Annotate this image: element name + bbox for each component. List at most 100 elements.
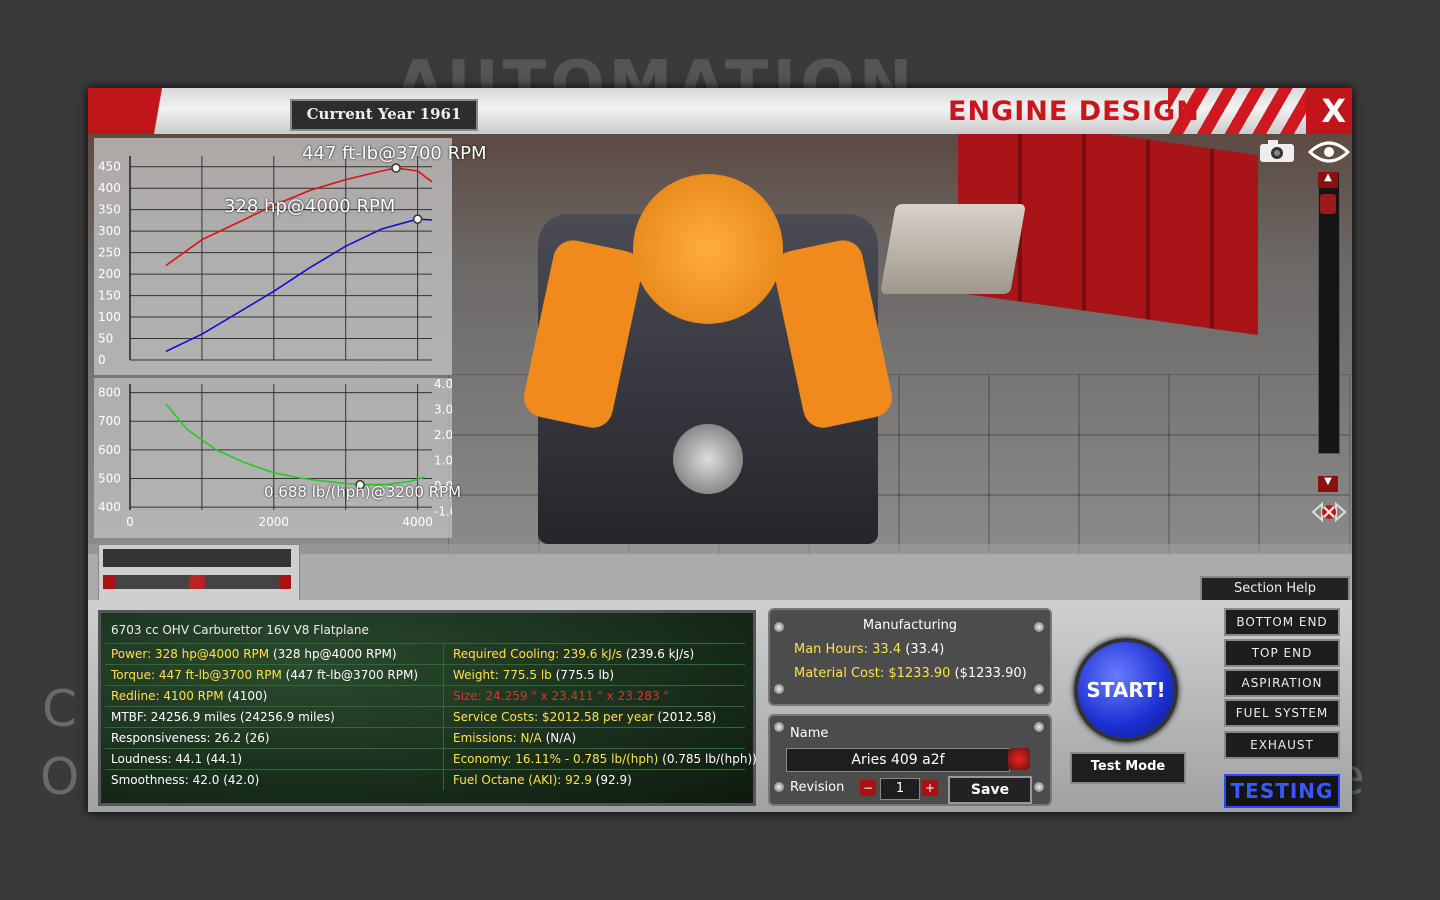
engine-summary: 6703 cc OHV Carburettor 16V V8 Flatplane: [111, 623, 369, 637]
scroll-thumb[interactable]: [1320, 194, 1336, 214]
stat-value: (0.785 lb/(hph)): [662, 752, 757, 766]
man-hours-label: Man Hours: 33.4: [794, 642, 902, 657]
slider-thumb[interactable]: [189, 575, 205, 589]
scroll-up-button[interactable]: ▲: [1318, 172, 1338, 188]
revision-increment-button[interactable]: +: [922, 780, 938, 796]
revision-decrement-button[interactable]: −: [860, 780, 876, 796]
engine-air-cleaner: [633, 174, 783, 324]
manufacturing-box: Manufacturing Man Hours: 33.4 (33.4) Mat…: [768, 608, 1052, 706]
stat-label: Responsiveness: 26.2: [111, 731, 242, 745]
save-button[interactable]: Save: [948, 776, 1032, 804]
eye-icon[interactable]: [1307, 140, 1351, 164]
torque-peak-annotation: 447 ft-lb@3700 RPM: [302, 143, 487, 164]
stat-label: Power: 328 hp@4000 RPM: [111, 647, 270, 661]
screw-icon: [1034, 622, 1044, 632]
stat-left-row: Responsiveness: 26.2 (26): [111, 731, 270, 745]
stat-value: (N/A): [545, 731, 577, 745]
stat-value: (42.0): [223, 773, 260, 787]
nav-exhaust[interactable]: EXHAUST: [1224, 731, 1340, 759]
screw-icon: [1034, 722, 1044, 732]
stat-value: (92.9): [595, 773, 632, 787]
test-mode-button[interactable]: Test Mode: [1070, 752, 1186, 784]
stat-left-row: Loudness: 44.1 (44.1): [111, 752, 242, 766]
zoom-scrollbar[interactable]: [1318, 172, 1340, 454]
floor-tile: [898, 374, 990, 436]
economy-peak-marker: [355, 480, 365, 490]
y-tick-label: 350: [98, 203, 121, 217]
x-tick-label: 4000: [402, 515, 433, 529]
charts-svg: 4504003503002502001501005008007006005004…: [98, 156, 452, 529]
stat-label: Weight: 775.5 lb: [453, 668, 552, 682]
background-fragment: O: [40, 748, 80, 806]
y-tick-label: 300: [98, 224, 121, 238]
floor-tile: [898, 434, 990, 496]
thumbnail-box: [98, 544, 300, 604]
floor-tile: [1168, 494, 1260, 554]
section-help-button[interactable]: Section Help: [1200, 576, 1350, 602]
stat-left-row: Torque: 447 ft-lb@3700 RPM (447 ft-lb@37…: [111, 668, 418, 682]
floor-tile: [1258, 494, 1350, 554]
y2-tick-label: 3.0: [434, 403, 452, 417]
stat-left-row: Smoothness: 42.0 (42.0): [111, 773, 259, 787]
name-clear-icon[interactable]: [1008, 748, 1030, 770]
y-tick-label: 50: [98, 332, 113, 346]
title-bar-stripes: [1168, 88, 1318, 134]
y-tick-label: 600: [98, 443, 121, 457]
stat-value: (775.5 lb): [555, 668, 615, 682]
stat-label: Service Costs: $2012.58 per year: [453, 710, 654, 724]
power-peak-marker: [412, 214, 423, 224]
horizontal-slider[interactable]: [103, 575, 291, 589]
revision-value: 1: [880, 778, 920, 800]
y-tick-label: 0: [98, 353, 106, 367]
stat-left-row: MTBF: 24256.9 miles (24256.9 miles): [111, 710, 335, 724]
floor-tile: [988, 374, 1080, 436]
power-curve: [165, 218, 433, 353]
economy-curve: [165, 403, 426, 486]
material-cost-value: ($1233.90): [954, 666, 1027, 681]
start-button[interactable]: START!: [1074, 638, 1178, 742]
stat-label: Emissions: N/A: [453, 731, 542, 745]
stat-left-row: Redline: 4100 RPM (4100): [111, 689, 267, 703]
x-tick-label: 2000: [259, 515, 290, 529]
floor-tile: [988, 434, 1080, 496]
manufacturing-title: Manufacturing: [862, 618, 958, 633]
bottom-panel: 6703 cc OHV Carburettor 16V V8 Flatplane…: [88, 600, 1352, 812]
fuel-tank: [880, 204, 1026, 294]
nav-aspiration[interactable]: ASPIRATION: [1224, 669, 1340, 697]
revision-label: Revision: [790, 780, 845, 795]
background-fragment: C: [42, 680, 77, 738]
close-button[interactable]: X: [1321, 92, 1346, 130]
stats-grid-line: [105, 769, 745, 770]
screw-icon: [774, 722, 784, 732]
nav-testing[interactable]: TESTING: [1224, 774, 1340, 808]
stats-grid-line: [105, 685, 745, 686]
floor-tile: [1168, 374, 1260, 436]
slider-right-arrow-icon[interactable]: [279, 575, 291, 589]
title-bar-red-right: [1306, 88, 1352, 134]
nav-fuel-system[interactable]: FUEL SYSTEM: [1224, 699, 1340, 727]
nav-top-end[interactable]: TOP END: [1224, 639, 1340, 667]
y-tick-label: 250: [98, 246, 121, 260]
screw-icon: [774, 684, 784, 694]
floor-tile: [448, 434, 540, 496]
stat-value: (4100): [227, 689, 268, 703]
stat-value: (447 ft-lb@3700 RPM): [285, 668, 419, 682]
y-tick-label: 700: [98, 414, 121, 428]
scroll-down-button[interactable]: ▼: [1318, 476, 1338, 492]
camera-icon[interactable]: [1258, 138, 1296, 164]
stat-label: MTBF: 24256.9 miles: [111, 710, 237, 724]
slider-left-arrow-icon[interactable]: [103, 575, 115, 589]
reset-view-icon[interactable]: [1310, 500, 1348, 524]
stat-label: Fuel Octane (AKI): 92.9: [453, 773, 592, 787]
engine-name-input[interactable]: [786, 748, 1010, 772]
floor-tile: [898, 494, 990, 554]
y-tick-label: 200: [98, 267, 121, 281]
y-tick-label: 400: [98, 500, 121, 514]
floor-tile: [1078, 434, 1170, 496]
title-bar: Current Year 1961 ENGINE DESIGN X: [88, 88, 1352, 134]
engine-design-window: Current Year 1961 ENGINE DESIGN X ▲ ▼ 45…: [88, 88, 1352, 812]
power-peak-annotation: 328 hp@4000 RPM: [224, 196, 396, 217]
nav-bottom-end[interactable]: BOTTOM END: [1224, 608, 1340, 636]
screw-icon: [1034, 782, 1044, 792]
y-tick-label: 450: [98, 160, 121, 174]
